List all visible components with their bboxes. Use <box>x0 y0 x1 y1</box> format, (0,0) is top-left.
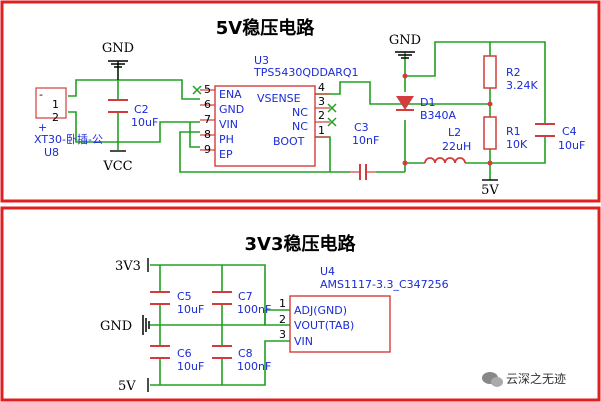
connector-minus: - <box>39 88 43 101</box>
u3-pin7-num: 7 <box>204 113 211 126</box>
u3-pin5-num: 5 <box>204 83 211 96</box>
connector-ref: U8 <box>44 146 59 159</box>
capacitor-c8 <box>212 345 232 359</box>
capacitor-c5 <box>150 291 170 305</box>
watermark-text: 云深之无迹 <box>506 372 566 386</box>
c4-ref: C4 <box>562 125 577 138</box>
u3-right-pins <box>315 93 330 138</box>
c5-ref: C5 <box>177 290 192 303</box>
capacitor-c4 <box>535 123 555 137</box>
u3-pin7-name: VIN <box>219 118 238 131</box>
u4-pin1-num: 1 <box>279 297 286 310</box>
wechat-icon <box>482 372 503 387</box>
section1-title: 5V稳压电路 <box>216 17 315 39</box>
out-5v-label: 5V <box>481 183 499 198</box>
r2-value: 3.24K <box>506 79 538 92</box>
capacitor-c7 <box>212 291 232 305</box>
u4-ref: U4 <box>320 265 335 278</box>
junction-dot <box>487 101 493 107</box>
u3-pin9-num: 9 <box>204 143 211 156</box>
net-gnd-symbol <box>142 315 150 335</box>
u3-pin1-name: BOOT <box>273 135 305 148</box>
capacitor-c3 <box>350 164 376 180</box>
junction-dot <box>402 73 408 79</box>
l2-value: 22uH <box>442 140 471 153</box>
section2-title: 3V3稳压电路 <box>245 233 357 255</box>
connector-name: XT30-卧插-公 <box>34 132 103 146</box>
u3-pin9-name: EP <box>219 148 233 161</box>
u3-pin8-name: PH <box>219 133 234 146</box>
section2-wires <box>150 264 290 386</box>
u4-pin3-name: VIN <box>294 335 313 348</box>
resistor-r2 <box>483 55 497 89</box>
section2-border <box>0 206 601 402</box>
connector-u8-body <box>35 87 67 119</box>
inductor-l2 <box>424 157 466 164</box>
net-5v-label: 5V <box>118 379 136 394</box>
c6-ref: C6 <box>177 347 192 360</box>
c7-ref: C7 <box>238 290 253 303</box>
section1-border <box>0 0 601 203</box>
vcc-label: VCC <box>102 159 132 174</box>
c8-ref: C8 <box>238 347 253 360</box>
u4-pin3-num: 3 <box>279 328 286 341</box>
no-connect-markers <box>192 85 337 127</box>
d1-ref: D1 <box>420 96 435 109</box>
r2-ref: R2 <box>506 66 521 79</box>
c2-value: 10uF <box>131 116 158 129</box>
u3-left-pins <box>200 89 215 151</box>
c2-ref: C2 <box>134 103 149 116</box>
c6-value: 10uF <box>177 360 204 373</box>
c5-value: 10uF <box>177 303 204 316</box>
gnd-left-label: GND <box>102 41 134 56</box>
u4-part: AMS1117-3.3_C347256 <box>320 278 449 291</box>
u3-pin2-name: NC <box>292 120 308 133</box>
u3-pin5-name: ENA <box>219 88 242 101</box>
u3-pin2-num: 2 <box>318 109 325 122</box>
capacitor-c6 <box>150 345 170 359</box>
gnd-top-symbol <box>395 51 415 59</box>
l2-ref: L2 <box>448 126 461 139</box>
ic-u3-body <box>214 85 316 167</box>
ic-u4-body <box>289 295 391 353</box>
capacitor-c2 <box>108 99 128 113</box>
u3-pin4-name: VSENSE <box>257 92 301 105</box>
net-gnd-label: GND <box>100 319 132 334</box>
u3-pin6-name: GND <box>219 103 244 116</box>
connector-plus: + <box>38 121 47 134</box>
junction-dot <box>402 160 408 166</box>
d1-value: B340A <box>420 109 457 122</box>
u3-pin8-num: 8 <box>204 128 211 141</box>
c4-value: 10uF <box>558 139 585 152</box>
c3-ref: C3 <box>354 121 369 134</box>
u4-pin2-name: VOUT(TAB) <box>294 319 354 332</box>
diode-d1 <box>396 96 414 111</box>
u3-pin3-num: 3 <box>318 95 325 108</box>
net-3v3-label: 3V3 <box>115 259 141 274</box>
connector-pin2: 2 <box>52 111 59 124</box>
u4-pin1-name: ADJ(GND) <box>294 304 347 317</box>
c7-value: 100nF <box>237 303 271 316</box>
u3-ref: U3 <box>254 54 269 67</box>
r1-value: 10K <box>506 138 528 151</box>
r1-ref: R1 <box>506 125 521 138</box>
u3-pin6-num: 6 <box>204 98 211 111</box>
resistor-r1 <box>483 116 497 150</box>
u3-part: TPS5430QDDARQ1 <box>253 66 359 79</box>
c3-value: 10nF <box>352 134 379 147</box>
u3-pin3-name: NC <box>292 106 308 119</box>
u3-pin1-num: 1 <box>318 124 325 137</box>
gnd-left-symbol <box>108 60 128 80</box>
c8-value: 100nF <box>237 360 271 373</box>
gnd-top-label: GND <box>389 33 421 48</box>
connector-pin1: 1 <box>52 98 59 111</box>
u4-pin2-num: 2 <box>279 313 286 326</box>
u3-pin4-num: 4 <box>318 81 325 94</box>
junction-dot <box>487 160 493 166</box>
